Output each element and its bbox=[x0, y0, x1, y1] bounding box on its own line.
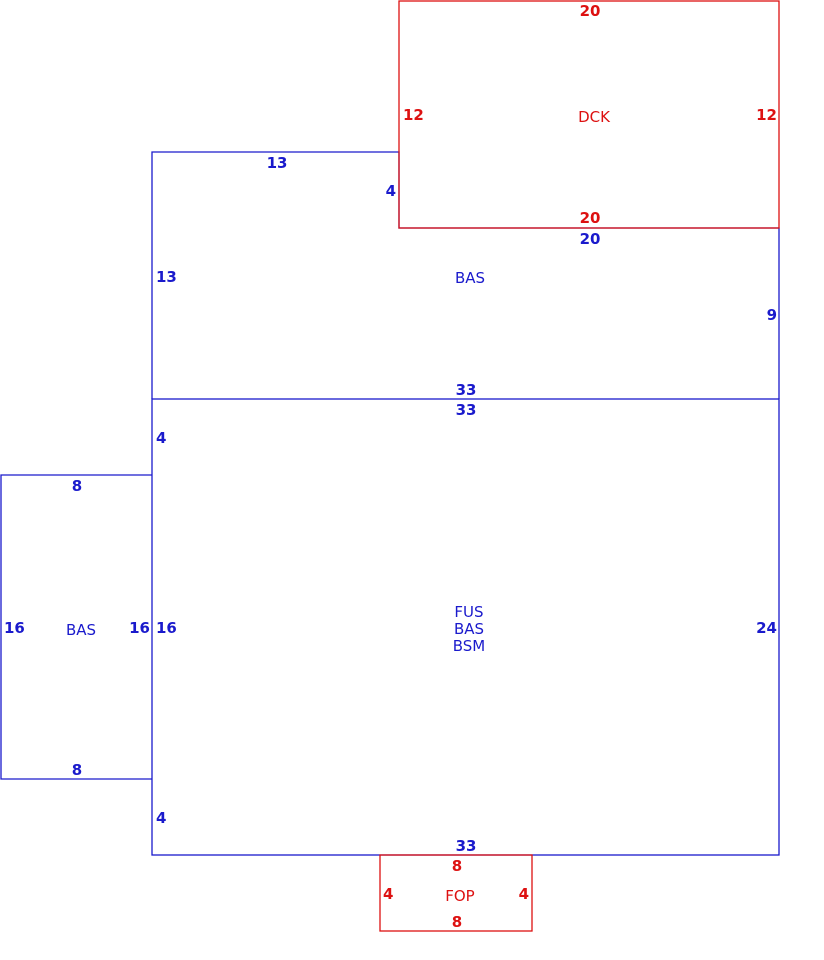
deck-dim-left: 12 bbox=[403, 106, 424, 124]
main-dim-bottom: 33 bbox=[456, 837, 477, 855]
main-area-label-bas: BAS bbox=[454, 620, 484, 638]
side-bas-area-label: BAS bbox=[66, 621, 96, 639]
deck-dim-top: 20 bbox=[580, 2, 601, 20]
porch-dim-top: 8 bbox=[452, 857, 462, 875]
porch-dim-right: 4 bbox=[519, 885, 529, 903]
side-bas-outline bbox=[0, 474, 152, 780]
porch-area-label: FOP bbox=[445, 887, 474, 905]
upper-bas-area-label: BAS bbox=[455, 269, 485, 287]
deck-dim-bottom: 20 bbox=[580, 209, 601, 227]
main-dim-left-lower: 4 bbox=[156, 809, 166, 827]
upper-bas-dim-top: 13 bbox=[267, 154, 288, 172]
side-bas-dim-bottom: 8 bbox=[72, 761, 82, 779]
upper-bas-dim-bottom: 33 bbox=[456, 381, 477, 399]
deck-dim-right: 12 bbox=[756, 106, 777, 124]
upper-bas-dim-left: 13 bbox=[156, 268, 177, 286]
porch-outline bbox=[379, 854, 533, 932]
upper-bas-dim-right: 9 bbox=[767, 306, 777, 324]
side-bas-dim-left: 16 bbox=[4, 619, 25, 637]
main-dim-left-upper: 4 bbox=[156, 429, 166, 447]
side-bas-dim-top: 8 bbox=[72, 477, 82, 495]
deck-area-label: DCK bbox=[578, 108, 611, 126]
upper-bas-dim-step: 4 bbox=[386, 182, 396, 200]
main-area-label-fus: FUS bbox=[454, 603, 483, 621]
main-dim-top: 33 bbox=[456, 401, 477, 419]
upper-bas-dim-top-right: 20 bbox=[580, 230, 601, 248]
porch-dim-bottom: 8 bbox=[452, 913, 462, 931]
main-dim-left: 16 bbox=[156, 619, 177, 637]
porch-dim-left: 4 bbox=[383, 885, 393, 903]
main-dim-right: 24 bbox=[756, 619, 777, 637]
deck-outline bbox=[398, 0, 780, 229]
main-area-label-bsm: BSM bbox=[453, 637, 486, 655]
side-bas-dim-right: 16 bbox=[129, 619, 150, 637]
